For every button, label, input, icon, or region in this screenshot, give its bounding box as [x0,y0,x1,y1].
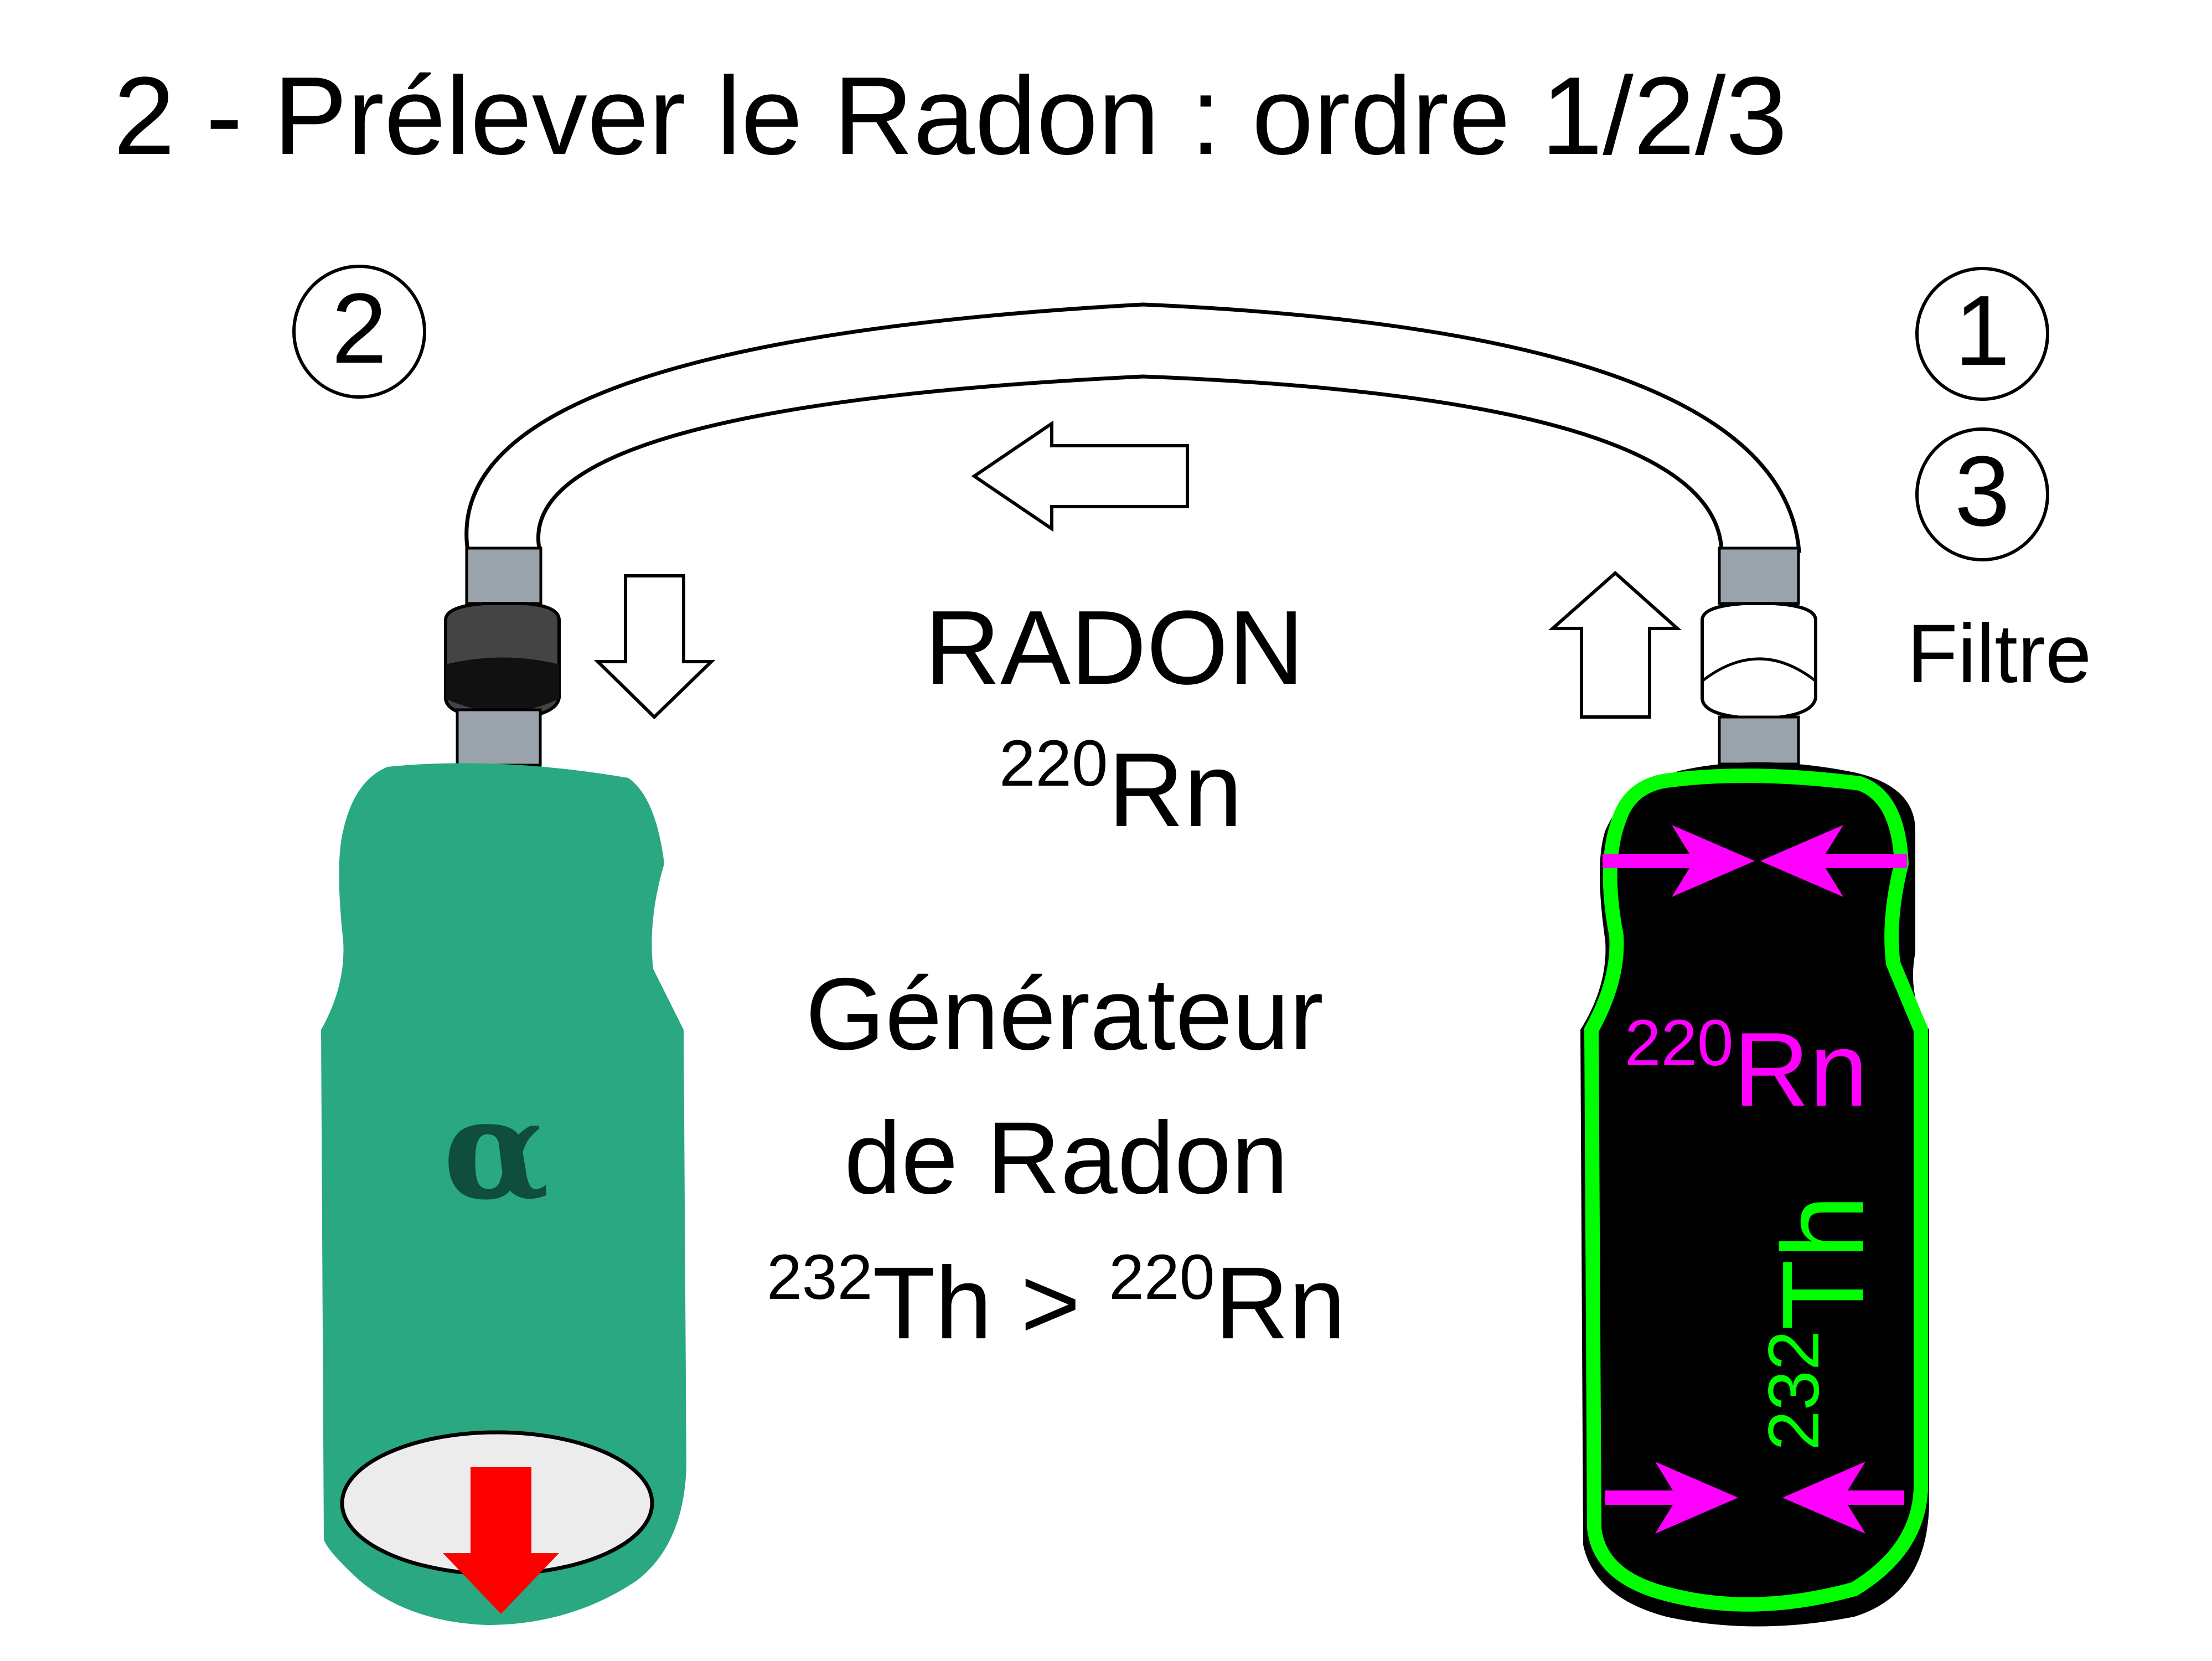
generator-bottle [1580,762,1929,1627]
step-2-badge: 2 [292,265,426,399]
filter-label: Filtre [1907,607,2092,700]
thorium-mass-number: 232 [767,1242,873,1313]
connecting-tube [464,302,1801,553]
left-valve-band [446,657,559,712]
detector-bottle [321,763,686,1625]
inner-thorium-mass: 232 [1753,1330,1834,1451]
step-3-number: 3 [1954,436,2011,547]
right-bottle-neck [1718,715,1800,766]
generator-label-line2: de Radon [844,1101,1289,1215]
inner-thorium-symbol: Th [1758,1194,1888,1330]
left-bottle-neck [456,708,542,767]
inner-thorium-label: 232Th [1753,1195,1888,1451]
filter-band [1701,657,1817,682]
radon-isotope: 220Rn [999,730,1242,843]
right-tube-collar [1718,546,1800,605]
thorium-layer [1584,768,1928,1612]
generator-label-line1: Générateur [805,957,1324,1071]
step-1-number: 1 [1954,275,2011,386]
step-3-badge: 3 [1915,427,2049,561]
decay-equation: 232Th > 220Rn [767,1246,1346,1355]
drain-arrow [443,1467,559,1614]
step-1-badge: 1 [1915,267,2049,401]
radon-daughter-symbol: Rn [1214,1246,1346,1361]
flow-arrow-down [593,574,716,720]
step-2-number: 2 [331,273,387,384]
radon-symbol: Rn [1108,731,1243,849]
radon-mass-number: 220 [999,726,1108,799]
inner-radon-mass: 220 [1625,1006,1734,1079]
page-title: 2 - Prélever le Radon : ordre 1/2/3 [113,54,1787,178]
inner-radon-symbol: Rn [1733,1011,1868,1129]
alpha-symbol: α [443,1067,550,1230]
left-tube-collar [465,546,542,605]
decay-arrow: > [1020,1246,1081,1361]
inner-radon-label: 220Rn [1625,1010,1868,1122]
filter [1701,602,1817,721]
diffusion-arrows [1603,825,1907,1534]
flow-arrow-up [1548,570,1682,719]
thorium-symbol: Th [872,1246,993,1361]
radon-daughter-mass-number: 220 [1109,1242,1215,1313]
radon-label: RADON [924,589,1305,706]
flow-arrow-left [971,420,1189,532]
